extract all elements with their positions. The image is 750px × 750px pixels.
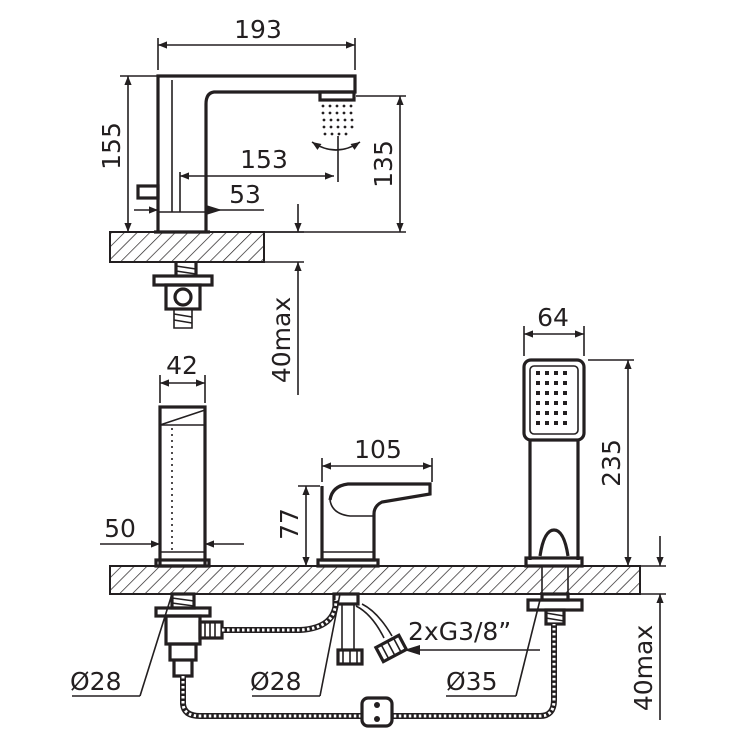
- label-dia-valve: Ø28: [250, 667, 302, 696]
- label-193: 193: [234, 15, 282, 44]
- label-dia-column-callout: Ø28: [70, 593, 173, 697]
- label-53: 53: [229, 180, 261, 209]
- dim-40max-top: 40max: [264, 204, 304, 395]
- handshower-fixing: [526, 565, 584, 626]
- valve-fixing: [332, 592, 409, 666]
- label-135: 135: [369, 140, 398, 188]
- dim-77: 77: [275, 485, 320, 567]
- label-155: 155: [97, 122, 126, 170]
- lever-knob: [136, 184, 160, 200]
- dim-40max-bottom: 40max: [629, 536, 666, 720]
- label-dia-valve-callout: Ø28: [250, 593, 341, 697]
- label-105: 105: [354, 435, 402, 464]
- label-42: 42: [166, 351, 198, 380]
- swivel-arrow-icon: [311, 136, 361, 182]
- dim-50: 50: [100, 514, 244, 548]
- spout-column: [154, 405, 211, 568]
- dim-235: 235: [584, 359, 634, 567]
- label-thread-callout: 2xG3/8”: [404, 617, 540, 655]
- bath-set-view: 42 50: [70, 303, 666, 728]
- dim-53: 53: [134, 180, 264, 215]
- water-spray-icon: [321, 104, 354, 136]
- label-40max-top: 40max: [267, 297, 296, 383]
- label-40max-bottom: 40max: [629, 625, 658, 711]
- deck-slab-top: [109, 231, 265, 263]
- dim-155: 155: [97, 75, 158, 233]
- dim-135: 135: [264, 95, 406, 233]
- hoses: [180, 599, 557, 728]
- label-77: 77: [275, 508, 304, 540]
- basin-mixer-view: 193 155 153 53 135: [97, 15, 406, 395]
- label-dia-handshower-callout: Ø35: [446, 599, 541, 697]
- dim-153: 153: [180, 145, 334, 180]
- dim-193: 193: [157, 15, 356, 70]
- dim-105: 105: [321, 435, 433, 482]
- fixing-assembly-top: [152, 262, 214, 329]
- deck-slab-bottom: [109, 565, 641, 595]
- label-dia-handshower: Ø35: [446, 667, 498, 696]
- dim-42: 42: [159, 351, 206, 403]
- label-235: 235: [597, 439, 626, 487]
- label-thread: 2xG3/8”: [408, 617, 511, 646]
- label-dia-column: Ø28: [70, 667, 122, 696]
- dim-64: 64: [523, 303, 585, 356]
- label-50: 50: [104, 514, 136, 543]
- handshower: [522, 358, 586, 568]
- mixer-body: [156, 74, 357, 232]
- diverter-valve: [316, 482, 432, 568]
- label-153: 153: [240, 145, 288, 174]
- column-fixing: [154, 592, 224, 678]
- label-64: 64: [537, 303, 569, 332]
